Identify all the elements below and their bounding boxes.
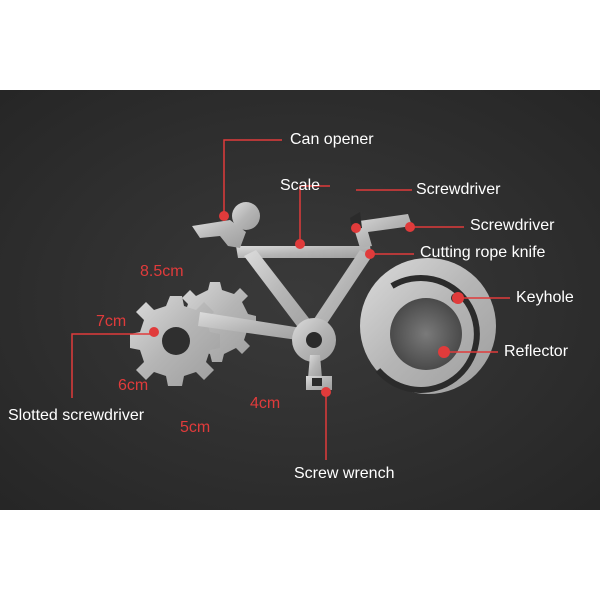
label-can-opener: Can opener [290,131,374,148]
label-scale: Scale [280,177,321,194]
size-5cm: 5cm [180,419,211,436]
label-slotted-screwdriver: Slotted screwdriver [8,407,145,424]
label-screw-wrench: Screw wrench [294,465,395,482]
dark-background [0,90,600,510]
label-screwdriver-1: Screwdriver [416,181,501,198]
cog-hole [162,327,190,355]
size-6cm: 6cm [118,377,149,394]
label-cutting-rope-knife: Cutting rope knife [420,244,546,261]
front-wheel [360,258,496,394]
bike-frame [192,202,412,390]
label-screwdriver-2: Screwdriver [470,217,555,234]
leader-lines [71,139,510,460]
reflector-disc [390,298,462,370]
size-8-5cm: 8.5cm [140,263,184,280]
callout-dots [149,211,464,397]
label-reflector: Reflector [504,343,569,360]
size-4cm: 4cm [250,395,281,412]
size-7cm: 7cm [96,313,127,330]
slotted-screwdriver-cog [130,296,220,386]
label-keyhole: Keyhole [516,289,574,306]
